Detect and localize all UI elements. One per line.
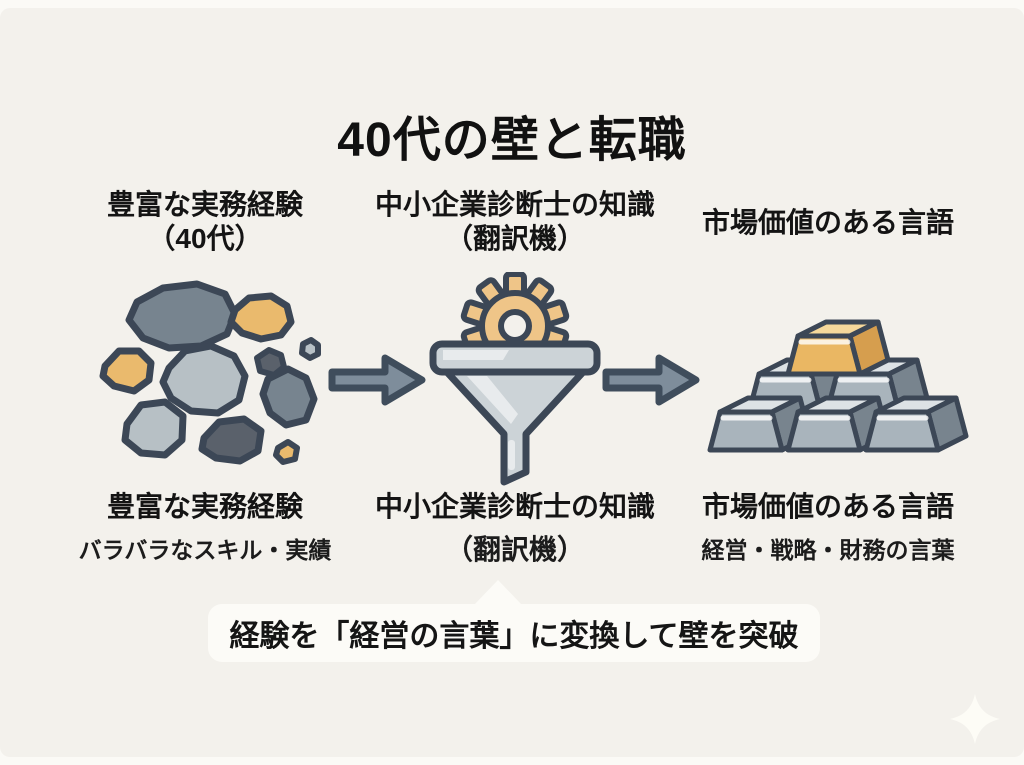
header-line: （翻訳機） [444, 223, 585, 255]
header-line: （40代） [147, 223, 263, 255]
column-experience: 豊富な実務経験 （40代） [35, 188, 375, 260]
arrow-right-icon [328, 354, 426, 406]
silver-ingot [863, 395, 969, 453]
footer-title: 市場価値のある言語 [701, 491, 954, 522]
header-line: 市場価値のある言語 [701, 207, 954, 238]
column-market-language: 市場価値のある言語 [658, 188, 998, 278]
banner-tail [474, 580, 522, 605]
header-line: 豊富な実務経験 [106, 189, 303, 220]
banner-text: 経験を「経営の言葉」に変換して壁を突破 [229, 620, 799, 653]
funnel-icon [429, 340, 601, 486]
conclusion-banner: 経験を「経営の言葉」に変換して壁を突破 [208, 580, 820, 662]
footer-subtitle: （翻訳機） [444, 533, 585, 565]
silver-ingot [707, 395, 813, 453]
footer-subtitle: 経営・戦略・財務の言葉 [701, 536, 955, 563]
column-translator-header: 中小企業診断士の知識 （翻訳機） [345, 188, 685, 260]
arrow-right-icon [602, 354, 700, 406]
footer-subtitle: バラバラなスキル・実績 [78, 536, 332, 563]
bottom-edge [0, 757, 1024, 765]
footer-market-language: 市場価値のある言語 経営・戦略・財務の言葉 [658, 490, 998, 565]
sparkle-icon [950, 694, 1000, 744]
column-translator: 中小企業診断士の知識 （翻訳機） [345, 188, 685, 260]
footer-title: 豊富な実務経験 [106, 491, 303, 522]
rocks-illustration [99, 280, 321, 465]
gold-ingot [785, 319, 891, 377]
header-line: 中小企業診断士の知識 [374, 189, 655, 220]
column-market-language-header: 市場価値のある言語 [658, 188, 998, 278]
gold-silver-ingots-illustration [707, 319, 969, 453]
page-title: 40代の壁と転職 [337, 114, 687, 168]
footer-translator: 中小企業診断士の知識 （翻訳機） [345, 490, 685, 568]
top-edge [0, 0, 1024, 8]
column-experience-header: 豊富な実務経験 （40代） [35, 188, 375, 260]
funnel-gear-illustration [429, 272, 601, 486]
footer-title: 中小企業診断士の知識 [374, 491, 655, 522]
footer-experience: 豊富な実務経験 バラバラなスキル・実績 [35, 490, 375, 565]
